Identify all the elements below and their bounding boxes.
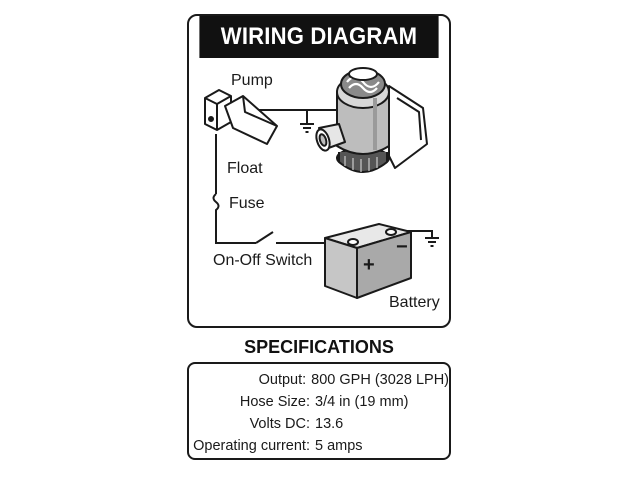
spec-label: Hose Size: xyxy=(239,394,310,410)
float-switch-icon xyxy=(204,89,278,145)
spec-row-output: Output: 800 GPH (3028 LPH) xyxy=(189,369,449,391)
fuse-icon xyxy=(212,193,220,216)
spec-value: 3/4 in (19 mm) xyxy=(315,394,409,410)
ground-icon xyxy=(300,123,314,133)
diagram-title: WIRING DIAGRAM xyxy=(199,16,439,58)
spec-row-operating-current: Operating current: 5 amps xyxy=(189,435,449,457)
spec-value: 13.6 xyxy=(315,416,344,432)
spec-label: Volts DC: xyxy=(249,416,310,432)
fuse-switch-wire xyxy=(215,216,256,244)
fuse-label: Fuse xyxy=(229,195,265,212)
battery-icon xyxy=(324,223,412,299)
spec-row-hose-size: Hose Size: 3/4 in (19 mm) xyxy=(189,391,449,413)
battery-positive-label: + xyxy=(363,254,375,276)
specifications-table: Output: 800 GPH (3028 LPH) Hose Size: 3/… xyxy=(187,362,451,460)
bilge-pump-icon xyxy=(315,67,428,173)
specifications-title: SPECIFICATIONS xyxy=(244,337,394,357)
spec-label: Operating current: xyxy=(193,438,310,454)
battery-label: Battery xyxy=(389,294,440,311)
wiring-diagram xyxy=(204,67,439,299)
spec-label: Output: xyxy=(258,372,307,388)
spec-value: 5 amps xyxy=(315,438,363,454)
battery-negative-label: − xyxy=(396,236,408,258)
pump-label: Pump xyxy=(231,72,273,89)
switch-icon xyxy=(255,231,274,244)
wiring-diagram-panel: WIRING DIAGRAM Pump Float Fuse On-Off Sw… xyxy=(187,14,451,328)
float-label: Float xyxy=(227,160,263,177)
ground-icon xyxy=(425,237,439,247)
spec-row-volts-dc: Volts DC: 13.6 xyxy=(189,413,449,435)
spec-value: 800 GPH (3028 LPH) xyxy=(311,372,449,388)
switch-label: On-Off Switch xyxy=(213,252,313,269)
